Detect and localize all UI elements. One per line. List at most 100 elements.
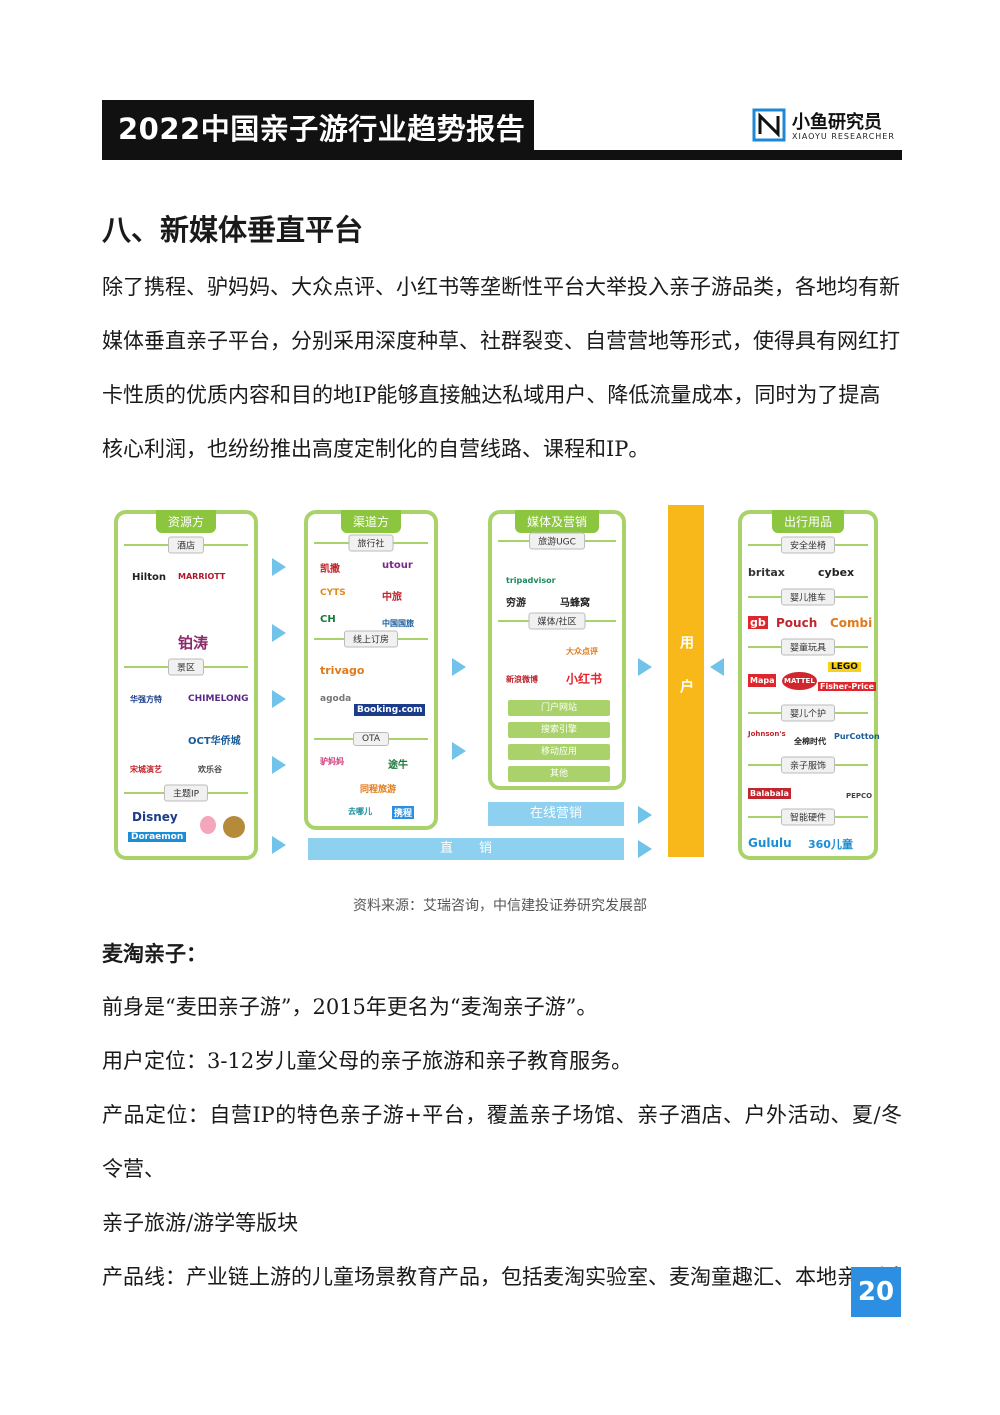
brand: 小鱼研究员 XIAOYU RESEARCHER [752, 104, 902, 148]
booking-logo: Booking.com [354, 704, 426, 716]
gululu-logo: Gululu [748, 836, 792, 850]
ctrip-travel-logo: 中旅 [382, 592, 402, 603]
trivago-logo: trivago [320, 664, 365, 677]
community-divider: 媒体/社区 [498, 612, 616, 630]
chimelong-logo: CHIMELONG [188, 694, 249, 704]
clothing-label: 亲子服饰 [780, 756, 836, 774]
arrow-right-icon [272, 624, 286, 642]
portal-tile: 门户网站 [508, 700, 610, 716]
360kids-logo: 360儿童 [808, 838, 853, 851]
body-line: 产品线：产业链上游的儿童场景教育产品，包括麦淘实验室、麦淘童趣汇、本地亲子活 [102, 1265, 900, 1289]
cybex-logo: cybex [818, 566, 855, 579]
report-title: 2022中国亲子游行业趋势报告 [102, 100, 534, 160]
hilton-logo: Hilton [132, 572, 166, 583]
intro-line: 媒体垂直亲子平台，分别采用深度种草、社群裂变、自营营地等形式，使得具有网红打 [102, 329, 900, 353]
media-head: 媒体及营销 [514, 510, 600, 533]
cyts-logo: CYTS [320, 588, 346, 598]
pepco-logo: PEPCO [846, 792, 873, 800]
lvmama-logo: 驴妈妈 [320, 757, 344, 766]
clothing-divider: 亲子服饰 [748, 756, 868, 774]
weibo-logo: 新浪微博 [506, 675, 538, 684]
company-description: 前身是“麦田亲子游”，2015年更名为“麦淘亲子游”。 用户定位：3-12岁儿童… [102, 980, 902, 1304]
utour-logo: utour [382, 560, 413, 571]
stroller-label: 婴儿推车 [780, 588, 836, 606]
mattel-logo: MATTEL [782, 672, 817, 690]
purcotton-logo: PurCotton [834, 732, 880, 741]
seat-divider: 安全坐椅 [748, 536, 868, 554]
caissa-logo: 凯撒 [320, 564, 340, 575]
online-label: 线上订房 [343, 630, 399, 648]
balabala-logo: Balabala [748, 788, 791, 799]
johnsons-logo: Johnson's [748, 730, 786, 738]
other-tile: 其他 [508, 766, 610, 782]
report-header: 2022中国亲子游行业趋势报告 小鱼研究员 XIAOYU RESEARCHER [102, 100, 902, 162]
combi-logo: Combi [830, 616, 873, 630]
fisher-price-logo: Fisher-Price [818, 682, 877, 691]
intro-line: 核心利润，也纷纷推出高度定制化的自营线路、课程和IP。 [102, 437, 650, 461]
disney-logo: Disney [132, 810, 178, 824]
online-divider: 线上订房 [314, 630, 428, 648]
peppa-icon [200, 816, 216, 834]
ch-logo: CH [320, 614, 336, 625]
qyer-logo: 穷游 [506, 598, 526, 609]
arrow-right-icon [638, 658, 652, 676]
body-line: 产品定位：自营IP的特色亲子游+平台，覆盖亲子场馆、亲子酒店、户外活动、夏/冬令… [102, 1103, 902, 1181]
pouch-logo: Pouch [776, 616, 818, 630]
care-divider: 婴儿个护 [748, 704, 868, 722]
products-head: 出行用品 [771, 510, 845, 533]
marriott-logo: MARRIOTT [178, 572, 226, 581]
arrow-right-icon [452, 658, 466, 676]
arrow-right-icon [272, 836, 286, 854]
intro-line: 卡性质的优质内容和目的地IP能够直接触达私域用户、降低流量成本，同时为了提高 [102, 383, 881, 407]
industry-chain-diagram: 资源方 酒店 Hilton MARRIOTT 铂涛 景区 华强方特 CHIMEL… [110, 500, 890, 870]
ota-divider: OTA [314, 732, 428, 746]
hardware-divider: 智能硬件 [748, 808, 868, 826]
arrow-right-icon [272, 756, 286, 774]
brand-subtitle: XIAOYU RESEARCHER [792, 132, 895, 141]
tripadvisor-logo: tripadvisor [506, 576, 556, 585]
happyvalley-logo: 欢乐谷 [198, 765, 222, 774]
resources-head: 资源方 [155, 510, 217, 533]
dianping-logo: 大众点评 [566, 647, 598, 656]
quanmian-logo: 全棉时代 [794, 737, 826, 746]
mafengwo-logo: 马蜂窝 [560, 598, 590, 609]
page-number: 20 [851, 1267, 901, 1317]
products-column: 出行用品 安全坐椅 britax cybex 婴儿推车 gb Pouch Com… [738, 510, 880, 860]
arrow-right-icon [452, 742, 466, 760]
songcheng-logo: 宋城演艺 [130, 765, 162, 774]
qunar-logo: 去哪儿 [348, 807, 372, 816]
mascot-icon [223, 816, 245, 838]
figure-caption: 资料来源：艾瑞咨询，中信建投证券研究发展部 [353, 898, 647, 914]
ota-label: OTA [352, 732, 390, 746]
brand-logo-icon [752, 108, 786, 142]
arrow-left-icon [710, 658, 724, 676]
brand-name: 小鱼研究员 [792, 112, 882, 133]
user-bar: 用户 [668, 505, 704, 857]
britax-logo: britax [748, 566, 785, 579]
arrow-right-icon [272, 558, 286, 576]
xiaohongshu-logo: 小红书 [566, 672, 603, 686]
seat-label: 安全坐椅 [780, 536, 836, 554]
ugc-label: 旅游UGC [529, 532, 585, 550]
agency-label: 旅行社 [348, 534, 394, 552]
mobile-app-tile: 移动应用 [508, 744, 610, 760]
mapa-logo: Mapa [748, 674, 777, 687]
hotel-divider: 酒店 [124, 536, 248, 554]
search-engine-tile: 搜索引擎 [508, 722, 610, 738]
tuniu-logo: 途牛 [388, 760, 408, 771]
hardware-label: 智能硬件 [780, 808, 836, 826]
community-label: 媒体/社区 [528, 612, 586, 630]
company-heading: 麦淘亲子： [102, 942, 207, 966]
lego-logo: LEGO [828, 662, 861, 672]
media-column: 媒体及营销 旅游UGC tripadvisor 穷游 马蜂窝 媒体/社区 新浪微… [488, 510, 626, 790]
plateno-logo: 铂涛 [178, 634, 209, 652]
online-marketing-bar: 在线营销 [488, 802, 624, 826]
body-line: 亲子旅游/游学等版块 [102, 1211, 299, 1235]
cits-logo: 中国国旅 [382, 619, 414, 628]
tongcheng-logo: 同程旅游 [360, 785, 397, 795]
arrow-right-icon [272, 690, 286, 708]
scenic-divider: 景区 [124, 658, 248, 676]
fantawild-logo: 华强方特 [130, 695, 162, 704]
ugc-divider: 旅游UGC [498, 532, 616, 550]
scenic-label: 景区 [167, 658, 205, 676]
